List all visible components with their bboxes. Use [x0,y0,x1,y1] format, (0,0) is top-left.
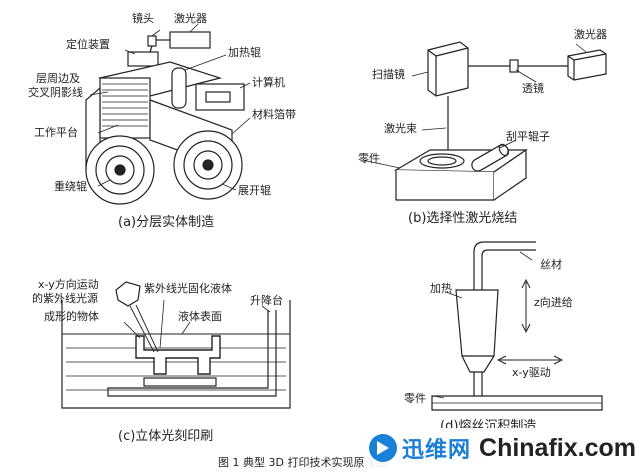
label-part-b: 零件 [358,152,380,165]
label-elevator: 升降台 [250,293,283,307]
label-part-d: 零件 [404,392,426,405]
lens-icon [509,59,519,73]
vat [61,300,291,409]
nozzle [455,289,499,373]
panel-b [361,41,607,201]
panel-c-labels: x-y方向运动 的紫外线光源 紫外线光固化液体 成形的物体 液体表面 升降台 (… [32,277,283,444]
label-heated-roller: 加热辊 [228,45,261,59]
label-lens: 镜头 [132,11,154,25]
label-work-platform: 工作平台 [34,125,78,139]
label-positioner: 定位装置 [66,37,110,51]
watermark-en: Chinafix.com [479,433,636,462]
label-uv-cured: 紫外线光固化液体 [144,281,232,295]
caption-a: (a)分层实体制造 [118,215,214,230]
label-crosshatch: 交叉阴影线 [28,85,83,99]
laser-box-b [567,49,607,81]
label-scanner: 扫描镜 [372,67,405,81]
label-filament: 丝材 [540,257,562,271]
label-unwind-roll: 展开辊 [238,183,271,197]
watermark-cn: 迅维网 [402,438,472,463]
label-z-feed: z向进给 [534,295,573,309]
label-liquid-surface: 液体表面 [178,309,222,323]
panel-a-labels: 镜头 激光器 定位装置 加热辊 层周边及 交叉阴影线 计算机 材料箔带 工作平台… [28,11,296,230]
laser-box [169,31,211,49]
caption-c: (c)立体光刻印刷 [118,429,213,444]
label-layer-outline: 层周边及 [36,72,80,85]
label-computer: 计算机 [252,75,285,89]
label-uv-source-1: x-y方向运动 [38,277,99,291]
label-laser-a: 激光器 [174,11,207,25]
label-take-up-roll: 重绕辊 [54,179,87,193]
lens-icon [147,35,157,47]
chinafix-logo-icon [369,434,397,462]
label-lens-b: 透镜 [522,81,544,95]
label-laser-b: 激光器 [574,27,607,41]
unwind-roll [173,130,243,200]
take-up-roll [85,135,155,205]
label-uv-source-2: 的紫外线光源 [32,291,98,305]
panel-c [61,281,291,409]
label-xy-drive: x-y驱动 [512,366,551,379]
panel-b-labels: 激光器 扫描镜 透镜 激光束 刮平辊子 零件 (b)选择性激光烧结 [358,27,607,226]
label-material-foil: 材料箔带 [252,107,296,121]
computer-box [195,83,245,111]
watermark: 迅维网 Chinafix.com [364,428,640,468]
label-heating: 加热 [430,282,452,295]
caption-b: (b)选择性激光烧结 [408,211,517,226]
label-formed-object: 成形的物体 [44,309,99,323]
uv-source-icon [115,281,141,307]
label-beam: 激光束 [384,121,417,135]
panel-d [431,241,603,411]
label-roller: 刮平辊子 [506,129,550,143]
panel-a [85,23,251,205]
figure-caption: 图 1 典型 3D 打印技术实现原理图 [218,455,386,469]
